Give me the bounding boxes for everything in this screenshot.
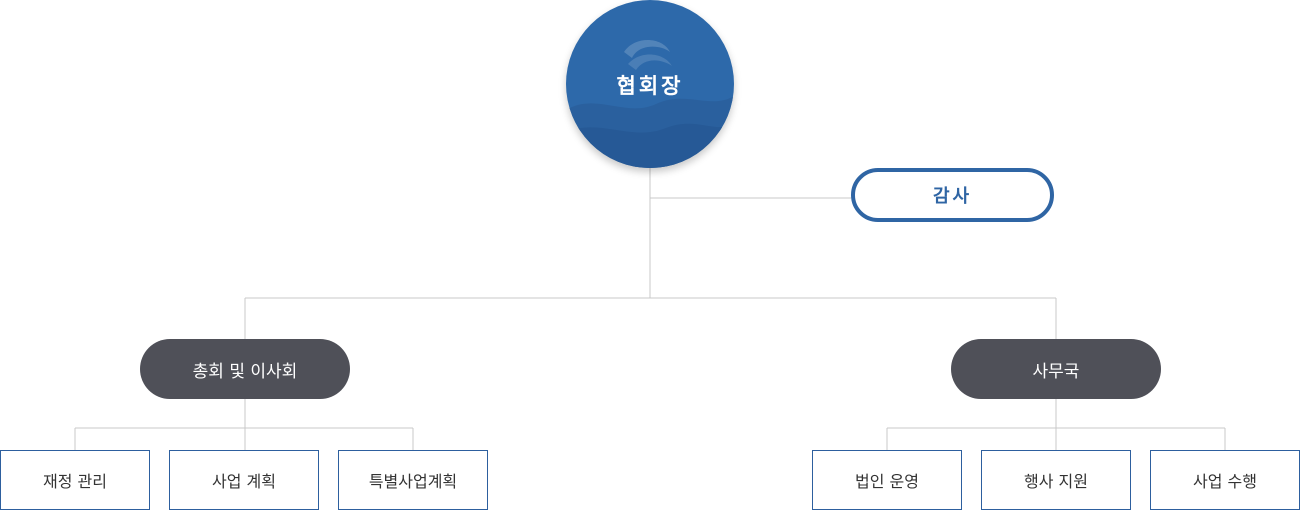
president-node: 협회장: [566, 0, 734, 168]
secretariat-node: 사무국: [951, 339, 1161, 399]
special-business-planning-node: 특별사업계획: [338, 450, 488, 510]
auditor-node: 감사: [851, 168, 1054, 222]
business-execution-node: 사업 수행: [1150, 450, 1300, 510]
finance-management-node: 재정 관리: [0, 450, 150, 510]
event-support-node: 행사 지원: [981, 450, 1131, 510]
corporate-operation-node: 법인 운영: [812, 450, 962, 510]
wave-emblem-icon: [566, 40, 734, 168]
president-label: 협회장: [616, 74, 684, 98]
business-planning-node: 사업 계획: [169, 450, 319, 510]
general-assembly-node: 총회 및 이사회: [140, 339, 350, 399]
